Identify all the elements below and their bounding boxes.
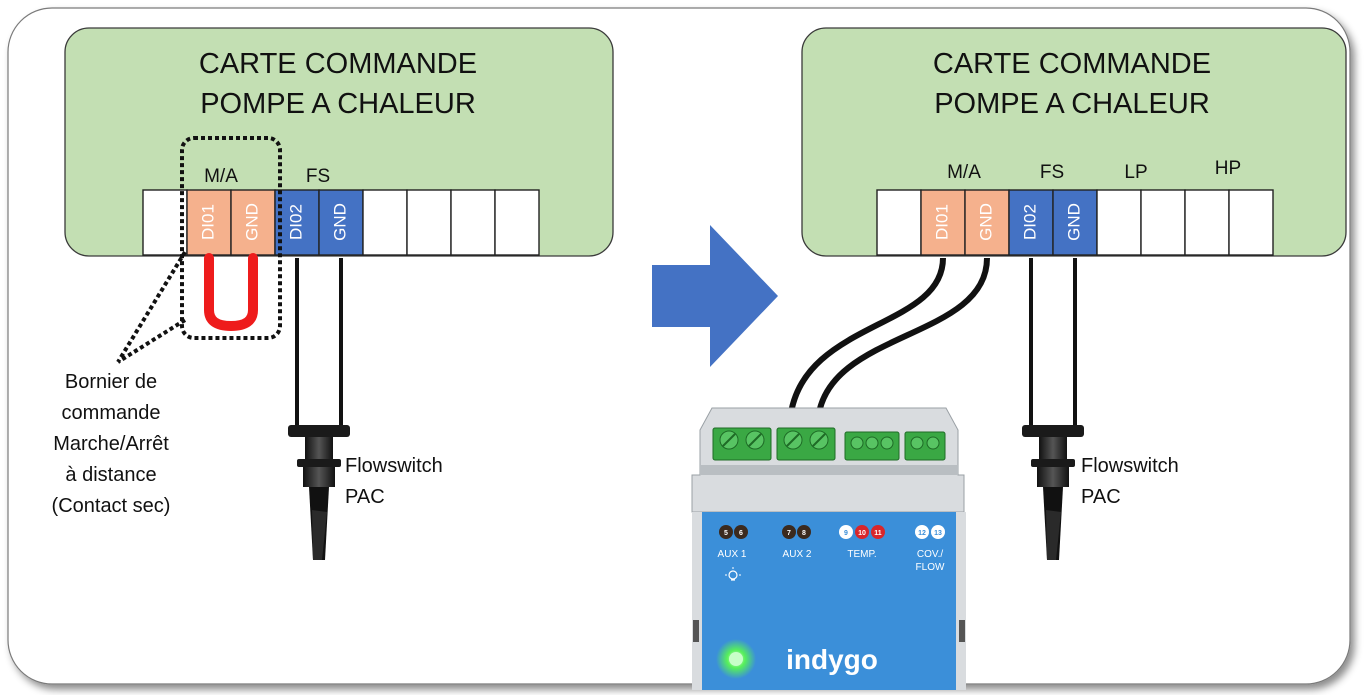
terminal-numbers-aux1: 5 6 [719,525,748,539]
device-top-shadow [700,465,958,475]
terminal-cell [1228,189,1274,256]
right-flowswitch-label: Flowswitch [1081,455,1179,477]
device-brand: indygo [786,644,878,675]
terminal-cell [1184,189,1230,256]
transition-arrow [652,225,778,367]
left-terminal-strip: DI01 GND DI02 GND [142,189,540,256]
left-label-fs: FS [306,166,330,187]
cable-to-device [787,257,946,421]
green-connector [712,427,772,461]
terminal-gnd [230,189,276,256]
svg-text:6: 6 [739,530,743,537]
ma-highlight-box [180,136,282,340]
right-label-hp: HP [1215,158,1241,179]
left-flowswitch-pac: PAC [345,486,385,508]
right-label-lp: LP [1124,162,1147,183]
terminal-label-di01: DI01 [932,204,951,240]
terminal-cell [876,189,922,256]
green-connector [844,431,900,461]
flowswitch-sensor [1022,425,1084,560]
left-label-ma: M/A [204,166,238,187]
terminal-label-gnd2: GND [1064,203,1083,241]
right-board-title-line1: CARTE COMMANDE [933,48,1211,80]
left-panel: CARTE COMMANDE POMPE A CHALEUR M/A FS DI… [52,27,614,560]
cable-to-device [815,257,990,421]
terminal-cell [494,189,540,256]
bornier-caption-5: (Contact sec) [52,495,171,517]
terminal-gnd [1052,189,1098,256]
terminal-label-gnd2: GND [330,203,349,241]
indygo-device: 5 6 7 8 9 10 11 12 13 AUX 1 AUX 2 TEMP. … [691,407,966,690]
green-connector [904,431,946,461]
right-panel: CARTE COMMANDE POMPE A CHALEUR M/A FS LP… [691,27,1347,690]
svg-text:8: 8 [802,530,806,537]
svg-text:9: 9 [844,530,848,537]
terminal-label-di01: DI01 [198,204,217,240]
flow-label: FLOW [916,562,945,573]
aux1-label: AUX 1 [718,549,747,560]
bornier-caption-4: à distance [65,464,156,486]
left-board-title-line1: CARTE COMMANDE [199,48,477,80]
red-jumper [204,253,258,332]
flowswitch-sensor [288,425,350,560]
right-flowswitch-pac: PAC [1081,486,1121,508]
terminal-gnd [964,189,1010,256]
device-rail-right [956,512,966,690]
terminal-cell [1140,189,1186,256]
terminal-cell [1096,189,1142,256]
bornier-caption-1: Bornier de [65,371,157,393]
terminal-cell [450,189,496,256]
device-rail-left [692,512,702,690]
right-label-fs: FS [1040,162,1064,183]
right-label-ma: M/A [947,162,981,183]
svg-text:10: 10 [858,530,866,537]
terminal-di01 [920,189,966,256]
terminal-label-gnd: GND [242,203,261,241]
svg-text:11: 11 [874,530,882,537]
status-led [729,652,743,666]
aux2-label: AUX 2 [783,549,812,560]
terminal-cell [142,189,188,256]
svg-text:5: 5 [724,530,728,537]
bornier-caption-2: commande [62,402,161,424]
right-board-title-line2: POMPE A CHALEUR [934,88,1210,120]
right-terminal-strip: DI01 GND DI02 GND [876,189,1274,256]
terminal-numbers-cov: 12 13 [915,525,945,539]
terminal-di02 [274,189,320,256]
terminal-di02 [1008,189,1054,256]
terminal-label-di02: DI02 [1020,204,1039,240]
temp-label: TEMP. [847,549,876,560]
terminal-numbers-temp: 9 10 11 [839,525,885,539]
terminal-cell [362,189,408,256]
bornier-pointer [116,250,187,364]
terminal-label-di02: DI02 [286,204,305,240]
terminal-cell [406,189,452,256]
svg-text:13: 13 [934,530,942,537]
svg-text:12: 12 [918,530,926,537]
left-flowswitch-label: Flowswitch [345,455,443,477]
cov-label: COV./ [917,549,944,560]
green-connector [776,427,836,461]
left-board-title-line2: POMPE A CHALEUR [200,88,476,120]
terminal-gnd [318,189,364,256]
terminal-numbers-aux2: 7 8 [782,525,811,539]
bornier-pointer [116,318,187,364]
lightbulb-icon [725,567,741,581]
svg-text:7: 7 [787,530,791,537]
terminal-label-gnd: GND [976,203,995,241]
bornier-caption-3: Marche/Arrêt [53,433,169,455]
